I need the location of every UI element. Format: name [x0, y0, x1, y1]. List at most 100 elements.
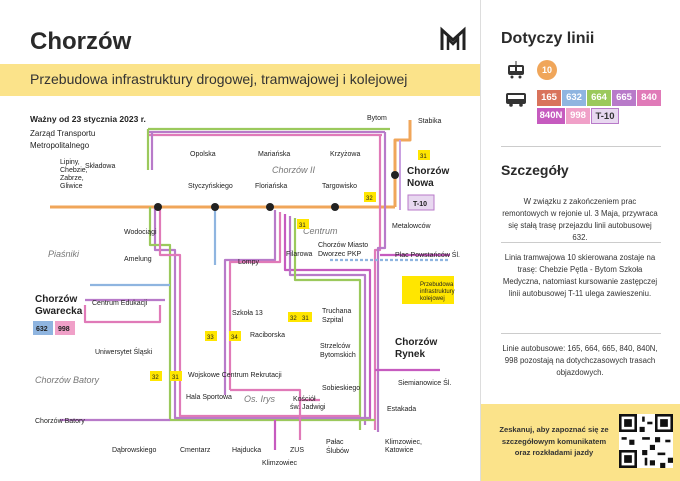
svg-text:Dworzec PKP: Dworzec PKP — [318, 251, 362, 258]
district-os-irys: Os. Irys — [244, 394, 275, 404]
svg-text:Ślubów: Ślubów — [326, 446, 350, 455]
stop-wodociagi: Wodociągi — [124, 229, 157, 236]
stop-cmentarz: Cmentarz — [180, 447, 211, 454]
footer: Zeskanuj, aby zapoznać się ze szczegółow… — [481, 404, 680, 481]
bus-line-665: 665 — [612, 90, 636, 106]
stop-chorzow-nowa: Chorzów — [407, 166, 449, 177]
svg-text:Gwarecka: Gwarecka — [35, 306, 83, 317]
svg-text:Truchana: Truchana — [322, 308, 351, 315]
stop-number-markers: 31 31 32 32 31 33 34 32 31 — [150, 150, 430, 381]
divider — [501, 146, 661, 147]
badge-t10 — [407, 194, 435, 211]
badge-998: 998 — [58, 326, 70, 333]
detail-paragraph-1: W związku z zakończeniem prac remontowyc… — [502, 197, 658, 242]
svg-text:31: 31 — [302, 316, 309, 322]
svg-text:Lipiny,: Lipiny, — [60, 159, 80, 166]
validity-date: Ważny od 23 stycznia 2023 r. — [30, 114, 146, 124]
banner-text: Przebudowa infrastruktury drogowej, tram… — [30, 71, 408, 87]
stop-stabika: Stabika — [418, 118, 441, 125]
tram-stop-markers — [154, 171, 399, 211]
divider — [501, 242, 661, 243]
stop-raciborska: Raciborska — [250, 332, 285, 339]
svg-text:Chebzie,: Chebzie, — [60, 167, 88, 174]
svg-text:św. Jadwigi: św. Jadwigi — [290, 404, 326, 411]
metropolia-logo-icon — [440, 26, 466, 50]
sidebar: Dotyczy linii 10 165 632 664 665 840 840… — [480, 0, 680, 481]
bus-line-840: 840 — [637, 90, 661, 106]
stop-chorzow-rynek: Rynek — [395, 349, 425, 360]
svg-text:Kościół: Kościół — [293, 396, 316, 403]
bus-line-t10: T-10 — [591, 108, 619, 124]
district-piasniki: Piaśniki — [48, 249, 80, 259]
stop-sobieskiego: Sobieskiego — [322, 385, 360, 392]
svg-text:31: 31 — [299, 223, 306, 229]
svg-text:Bytomskich: Bytomskich — [320, 352, 356, 359]
svg-text:kolejowej: kolejowej — [420, 296, 445, 302]
svg-text:Klimzowiec,: Klimzowiec, — [385, 439, 422, 446]
svg-text:Katowice: Katowice — [385, 447, 414, 454]
svg-text:32: 32 — [152, 375, 159, 381]
stop-filarowa: Filarowa — [286, 251, 313, 258]
stop-metalowcow: Metalowców — [392, 223, 431, 230]
dest-siemianowice: Siemianowice Śl. — [398, 378, 451, 387]
district-chorzow-batory: Chorzów Batory — [35, 375, 100, 385]
sidebar-title: Dotyczy linii — [501, 30, 595, 47]
details-title: Szczegóły — [501, 162, 569, 178]
stop-lompy: Lompy — [238, 259, 260, 266]
dest-klimzowiec: Klimzowiec — [262, 460, 298, 467]
svg-text:Chorzów Miasto: Chorzów Miasto — [318, 242, 368, 249]
stop-szkola13: Szkoła 13 — [232, 310, 263, 317]
bus-line-998: 998 — [566, 108, 590, 124]
svg-text:Pałac: Pałac — [326, 439, 344, 446]
detail-paragraph-3: Linie autobusowe: 165, 664, 665, 840, 84… — [502, 344, 658, 377]
tram-line-10: 10 — [537, 60, 557, 80]
stop-krzyzowa: Krzyżowa — [330, 151, 360, 158]
svg-text:Nowa: Nowa — [407, 178, 434, 189]
stop-florianska: Floriańska — [255, 183, 287, 190]
svg-text:Szpital: Szpital — [322, 317, 343, 324]
bus-line-632: 632 — [562, 90, 586, 106]
dest-bytom: Bytom — [367, 115, 387, 122]
svg-text:Chorzów: Chorzów — [395, 337, 437, 348]
bus-icon — [506, 93, 526, 107]
stop-uniwersytet: Uniwersytet Śląski — [95, 347, 153, 356]
stop-styczynskiego: Styczyńskiego — [188, 183, 233, 190]
svg-text:33: 33 — [207, 335, 214, 341]
detail-paragraph-2: Linia tramwajowa 10 skierowana zostaje n… — [502, 253, 658, 298]
stop-opolska: Opolska — [190, 151, 216, 158]
stop-skladowa: Składowa — [85, 163, 115, 170]
route-map: Opolska Mariańska Krzyżowa Stabika Bytom… — [33, 115, 460, 467]
district-centrum: Centrum — [303, 226, 338, 236]
stop-hala: Hala Sportowa — [186, 394, 232, 401]
svg-text:32: 32 — [366, 196, 373, 202]
organization: Zarząd Transportu Metropolitalnego — [30, 129, 96, 150]
banner: Przebudowa infrastruktury drogowej, tram… — [0, 64, 480, 96]
stop-amelung: Amelung — [124, 256, 152, 263]
tram-icon — [508, 61, 524, 79]
map-panel: Chorzów Przebudowa infrastruktury drogow… — [0, 26, 480, 467]
bus-line-165: 165 — [537, 90, 561, 106]
svg-text:infrastruktury: infrastruktury — [420, 289, 455, 295]
infra-note-box — [402, 276, 454, 304]
badge-t10-label: T-10 — [413, 201, 427, 208]
svg-text:Gliwice: Gliwice — [60, 183, 83, 190]
dest-chorzow-batory: Chorzów Batory — [35, 418, 85, 425]
stop-estakada: Estakada — [387, 406, 416, 413]
bus-line-664: 664 — [587, 90, 611, 106]
badge-632: 632 — [36, 326, 48, 333]
svg-text:32: 32 — [290, 316, 297, 322]
svg-text:34: 34 — [231, 335, 238, 341]
svg-text:Przebudowa: Przebudowa — [420, 282, 454, 288]
stop-marianska: Mariańska — [258, 151, 290, 158]
footer-text: Zeskanuj, aby zapoznać się ze szczegółow… — [499, 425, 609, 457]
district-chorzow-ii: Chorzów II — [272, 165, 316, 175]
stop-centrum-edukacji: Centrum Edukacji — [92, 300, 148, 307]
qr-code-icon[interactable] — [619, 414, 673, 468]
stop-chorzow-gwarecka: Chorzów — [35, 294, 77, 305]
bus-line-840n: 840N — [537, 108, 565, 124]
svg-text:31: 31 — [172, 375, 179, 381]
divider — [501, 333, 661, 334]
svg-text:Zabrze,: Zabrze, — [60, 175, 84, 182]
stop-zus: ZUS — [290, 447, 304, 454]
stop-wojskowe: Wojskowe Centrum Rekrutacji — [188, 372, 282, 379]
